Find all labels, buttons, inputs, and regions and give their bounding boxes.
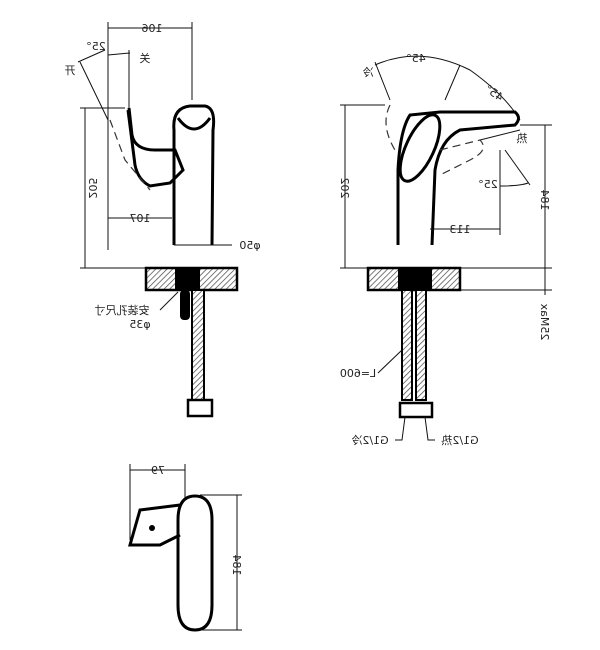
- top-view: 79 184: [128, 464, 243, 632]
- hot-label: 热: [517, 132, 528, 145]
- front-view: 冷 45° 45° 热 25° 202 184 25Max 113 L=600 …: [338, 52, 552, 447]
- body-diameter-label: φ50: [239, 239, 260, 252]
- reach-dim-label: 113: [450, 223, 471, 236]
- angle-left-label: 45°: [406, 52, 426, 65]
- width-dim-label: 79: [151, 464, 165, 477]
- mounting-hole-label: 安装孔尺寸: [95, 303, 150, 317]
- hot-inlet-label: G1/2热: [441, 434, 478, 447]
- max-thickness-label: 25Max: [538, 303, 551, 340]
- cold-inlet-label: G1/2冷: [351, 434, 388, 447]
- width-dim-label: 106: [142, 22, 163, 35]
- angle-label: 25°: [86, 40, 106, 53]
- spout-height-dim-label: 184: [538, 190, 551, 211]
- height-dim-label: 205: [86, 178, 99, 199]
- close-label: 关: [140, 51, 151, 65]
- cold-label: 冷: [363, 66, 374, 79]
- open-label: 开: [65, 64, 76, 77]
- angle-right-label: 45°: [482, 82, 505, 104]
- reach-dim-label: 107: [130, 212, 151, 225]
- side-view: 106 25° 关 开 205 107 φ50 安装孔尺寸 φ35: [65, 22, 261, 418]
- angle-small-label: 25°: [478, 178, 498, 191]
- mounting-hole-diameter: φ35: [129, 318, 150, 331]
- hose-length-label: L=600: [340, 367, 376, 380]
- height-dim-label: 184: [230, 555, 243, 576]
- height-dim-label: 202: [338, 178, 351, 199]
